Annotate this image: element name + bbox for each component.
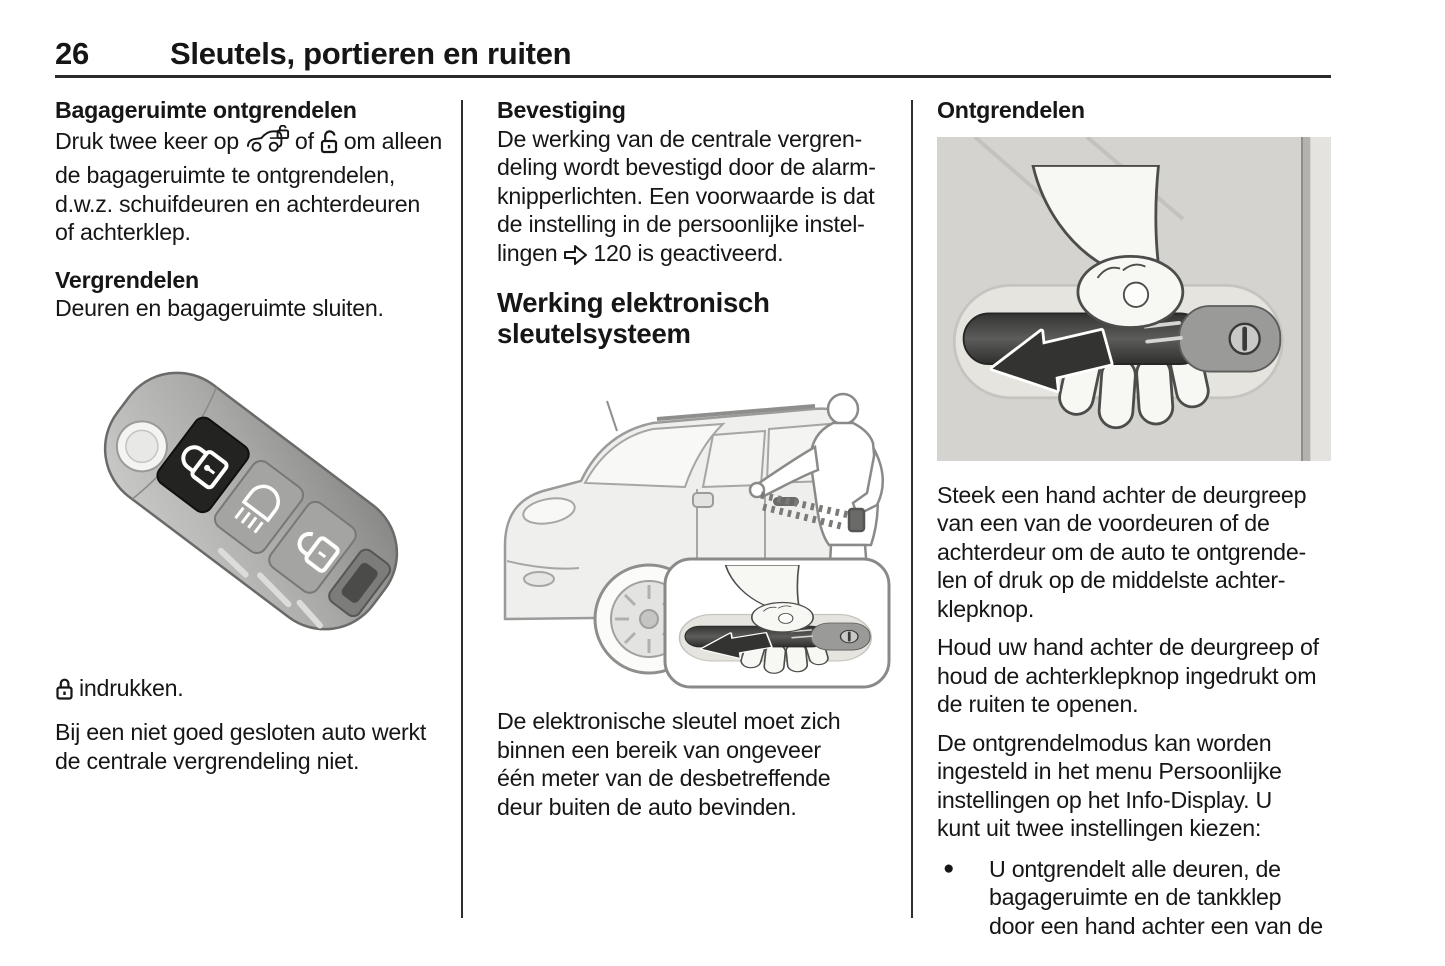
paragraph-warning: Bij een niet goed gesloten auto werkt de… bbox=[55, 719, 427, 774]
paragraph-lock: Deuren en bagageruimte sluiten. bbox=[55, 295, 384, 321]
page-title: Sleutels, portieren en ruiten bbox=[170, 36, 572, 71]
door-handle-illustration bbox=[937, 136, 1331, 461]
key-fob-illustration bbox=[103, 371, 399, 630]
column-middle: Bevestiging De werking van de centrale v… bbox=[497, 96, 903, 821]
heading-confirmation: Bevestiging bbox=[497, 97, 626, 123]
bullet-item-unlock-all-doors: ● U ontgrendelt alle deuren, de bagageru… bbox=[937, 855, 1331, 941]
car-tailgate-unlock-icon bbox=[246, 124, 290, 162]
paragraph-unlock-mode: De ontgrendelmodus kan worden ingesteld … bbox=[937, 729, 1282, 842]
paragraph-hold-handle: Houd uw hand achter de deurgreep of houd… bbox=[937, 634, 1319, 717]
remote-signal-dashes bbox=[760, 491, 850, 519]
key-headlight-button bbox=[213, 459, 305, 554]
bullet-marker: ● bbox=[943, 857, 955, 879]
column-right: Ontgrendelen Steek een hand achter de de… bbox=[937, 96, 1331, 940]
unlock-icon bbox=[319, 129, 339, 162]
lock-icon bbox=[55, 676, 74, 709]
heading-unlock-cargo: Bagageruimte ontgrendelen bbox=[55, 97, 357, 123]
key-lock-button bbox=[156, 416, 250, 513]
column-left: Bagageruimte ontgrendelen Druk twee keer… bbox=[55, 96, 455, 775]
van-illustration bbox=[503, 392, 891, 689]
heading-electronic-key-system: Werking elektronisch sleutelsysteem bbox=[497, 287, 770, 349]
heading-unlock: Ontgrendelen bbox=[937, 97, 1085, 123]
header-rule bbox=[55, 75, 1331, 78]
paragraph-reach-behind-handle: Steek een hand achter de deurgreep van e… bbox=[937, 481, 1307, 622]
column-divider-right bbox=[911, 100, 913, 918]
column-divider-left bbox=[461, 100, 463, 918]
page-number: 26 bbox=[55, 36, 89, 71]
paragraph-press-lock: indrukken. bbox=[55, 674, 455, 709]
paragraph-key-range: De elektronische sleutel moet zich binne… bbox=[497, 708, 841, 820]
page-reference-arrow-icon bbox=[562, 243, 588, 274]
paragraph-confirmation: De werking van de centrale vergren- deli… bbox=[497, 125, 903, 274]
heading-lock: Vergrendelen bbox=[55, 266, 199, 293]
